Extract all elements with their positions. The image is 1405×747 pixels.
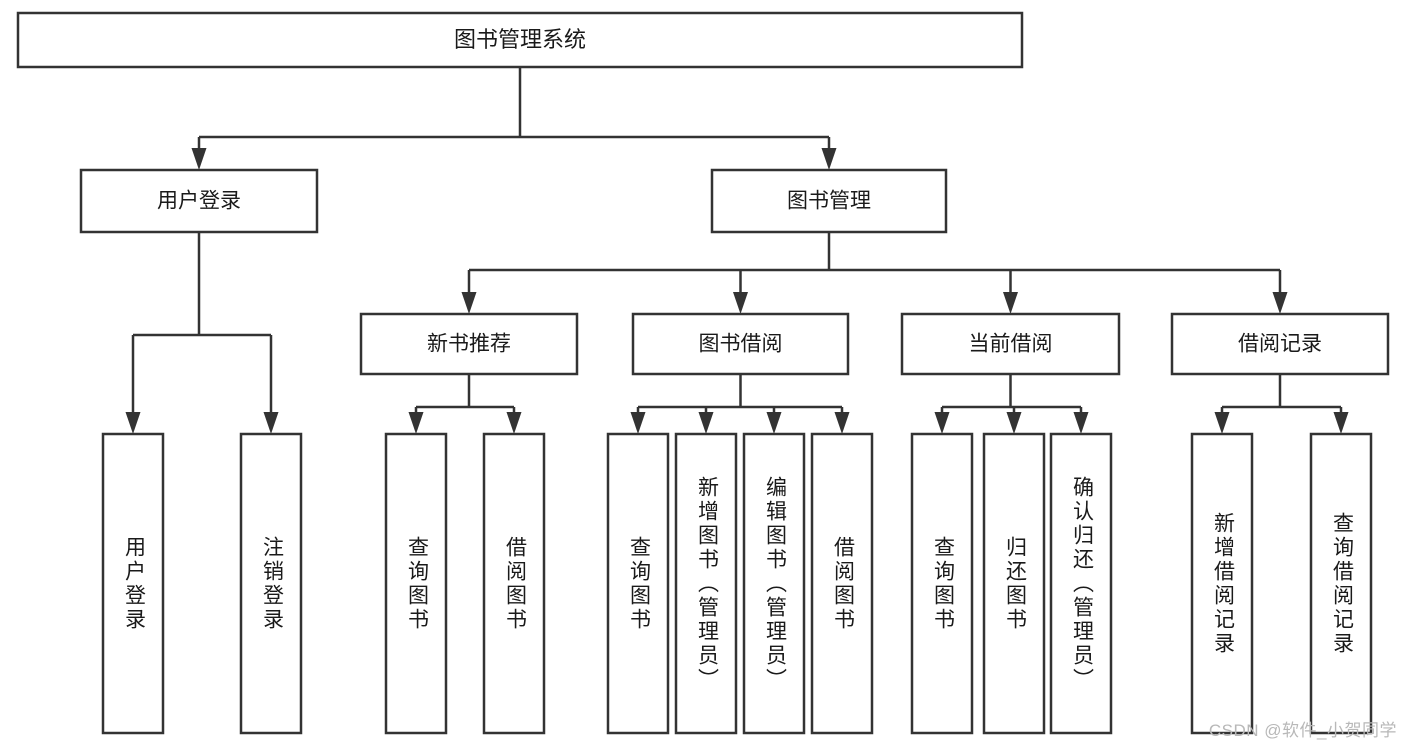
leaf-node-7-box[interactable] <box>810 432 874 735</box>
level3-node-2-box[interactable] <box>900 312 1121 376</box>
leaf-node-10-box[interactable] <box>1049 432 1113 735</box>
leaf-arrow-10-head <box>1073 412 1089 434</box>
leaf-node-4-box[interactable] <box>606 432 670 735</box>
level2-arrow-0-head <box>191 148 207 170</box>
leaf-node-5-box[interactable] <box>674 432 738 735</box>
level3-arrow-0-head <box>461 292 477 314</box>
level3-node-2-label: 当前借阅 <box>969 333 1053 356</box>
level3-arrow-3-head <box>1272 292 1288 314</box>
leaf-node-6-box[interactable] <box>742 432 806 735</box>
level3-arrow-1-head <box>733 292 748 314</box>
level3-arrow-2-head <box>1003 292 1018 314</box>
leaf-arrow-1-head <box>263 412 279 434</box>
leaf-node-12-box[interactable] <box>1309 432 1373 735</box>
root-node-label: 图书管理系统 <box>454 27 586 52</box>
leaf-node-1-box[interactable] <box>239 432 303 735</box>
leaf-arrow-12-head <box>1333 412 1349 434</box>
watermark-text: CSDN @软件_小贺同学 <box>1208 721 1397 740</box>
leaf-arrow-3-head <box>506 412 522 434</box>
level3-node-3-box[interactable] <box>1170 312 1390 376</box>
level3-node-0-box[interactable] <box>359 312 579 376</box>
level2-node-0-label: 用户登录 <box>157 190 241 213</box>
leaf-arrow-7-head <box>834 412 850 434</box>
leaf-arrow-2-head <box>408 412 424 434</box>
leaf-arrow-0-head <box>125 412 141 434</box>
leaf-node-3-box[interactable] <box>482 432 546 735</box>
leaf-arrow-8-head <box>934 412 950 434</box>
level3-node-3-label: 借阅记录 <box>1238 333 1322 356</box>
leaf-node-11-box[interactable] <box>1190 432 1254 735</box>
root-node-box[interactable] <box>16 11 1024 69</box>
leaf-node-8-box[interactable] <box>910 432 974 735</box>
level3-node-1-box[interactable] <box>631 312 850 376</box>
leaf-node-9-box[interactable] <box>982 432 1046 735</box>
leaf-node-0-box[interactable] <box>101 432 165 735</box>
leaf-arrow-9-head <box>1006 412 1022 434</box>
level2-arrow-1-head <box>821 148 837 170</box>
level2-node-1-label: 图书管理 <box>787 190 871 213</box>
level3-node-1-label: 图书借阅 <box>699 333 783 356</box>
leaf-arrow-5-head <box>698 412 714 434</box>
leaf-node-2-box[interactable] <box>384 432 448 735</box>
leaf-arrow-11-head <box>1214 412 1230 434</box>
level3-node-0-label: 新书推荐 <box>427 333 511 356</box>
leaf-arrow-4-head <box>630 412 646 434</box>
leaf-arrow-6-head <box>766 412 782 434</box>
level2-node-1-box[interactable] <box>710 168 948 234</box>
